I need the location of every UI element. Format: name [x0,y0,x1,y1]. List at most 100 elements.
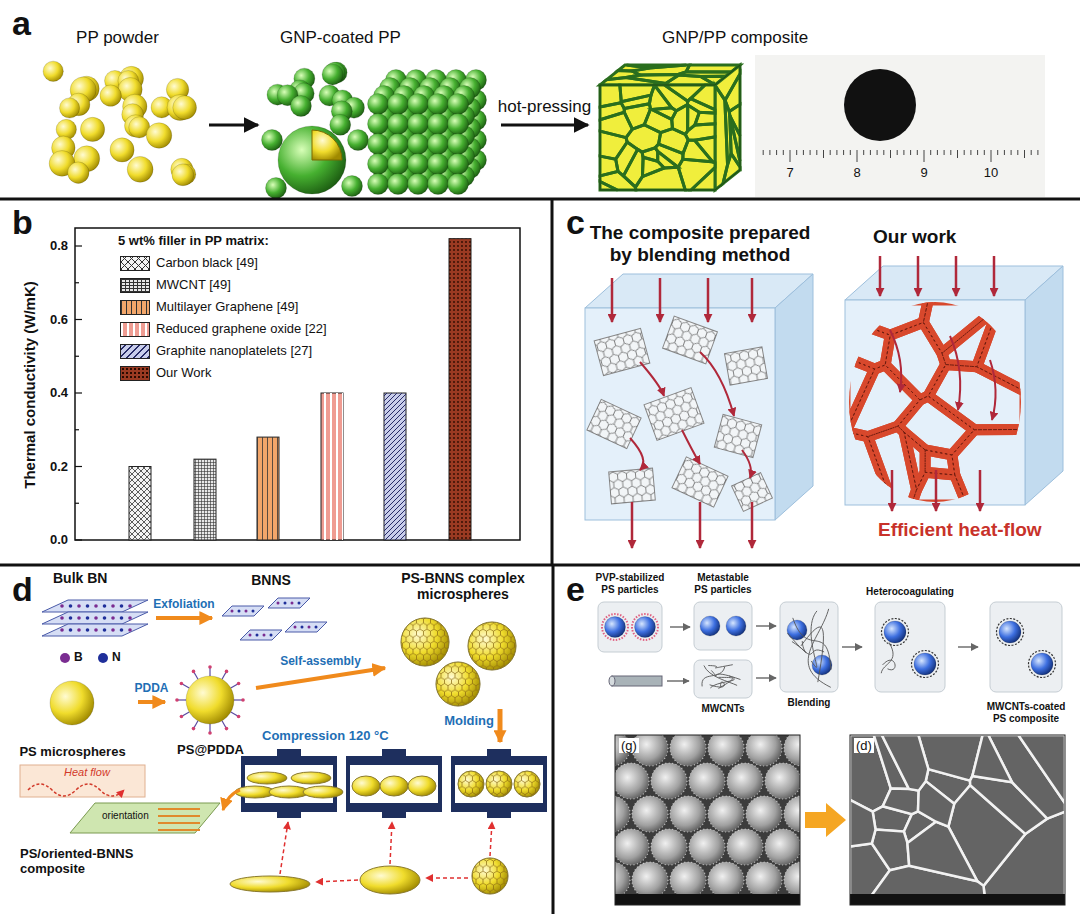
compression-mold [451,756,547,765]
stage-title: BNNS [215,572,327,588]
stage-title: PS-BNNS complex microspheres [388,570,538,602]
label-slot: Heat flow [62,766,112,779]
process-stage: PS@PDDA [168,670,253,758]
bn-layer [42,624,148,636]
heat-arrow [891,470,894,511]
annotation: 0.4 [50,385,68,400]
label-slot: a [12,4,31,43]
sem-image [651,829,687,865]
compression-mold [380,776,408,796]
label-slot: 5 wt% filler in PP matrix: [118,234,269,249]
graphene-flake [609,468,656,504]
sem-image [746,862,782,898]
sem-image [615,796,630,832]
ruler-tick [1031,150,1032,155]
compression-mold [346,756,442,765]
panel-letter: c [566,203,585,241]
mwcnt-coating [997,619,1024,646]
edge-label: Exfoliation [151,597,216,611]
label-slot: Thermal conductivity (W/mK) [21,281,38,489]
ruler-tick [1024,150,1025,158]
sem-image [765,763,800,799]
label-slot: 8 [853,166,860,181]
stage-title: Heterocoagulating [864,586,956,598]
label-slot: orientation [100,810,151,822]
process-arrow [958,646,978,647]
pdda-chain [231,684,238,688]
pdda-chain [209,668,210,676]
process-stage: PP powder [30,28,205,196]
label-slot: 10 [984,166,998,181]
gnp-network [691,85,715,110]
heat-arrow [700,352,734,416]
atom-dot [103,628,107,632]
label-slot: 9 [920,166,927,181]
label-slot: Molding [444,714,494,729]
ruler-tick [890,150,891,158]
pdda-charge [180,682,184,686]
annotation: orientation [100,810,151,821]
stage-panel [875,602,945,692]
stage-title: PS microspheres [10,745,135,760]
sem-image [765,829,800,865]
stage-title: Metastable PS particles [692,572,754,595]
process-stage: Blending [778,602,840,708]
compression-mold [277,812,301,818]
pdda-charge [225,727,229,731]
gnp-network [715,65,740,108]
ps-bnns-sphere [472,858,508,894]
sem-frame [615,735,800,905]
ps-bnns-sphere [468,622,516,670]
legend-text: B [74,651,83,665]
heat-arrow [890,330,901,392]
ruler-tick [910,150,911,155]
graphene-network [885,322,946,399]
atom-dot [284,602,287,605]
pdda-charge [175,698,179,702]
graphene-network [845,432,893,505]
mwcnt-coating [882,619,909,646]
heat-arrow [682,430,700,464]
gnp-network [715,65,740,190]
atom-dot [128,604,132,608]
gnp-network [600,103,624,120]
label-slot: Exfoliation [151,598,216,612]
stage-panel [694,660,752,698]
pdda-chain [182,684,189,688]
atom-dot [86,616,90,620]
heat-arrow [707,278,710,322]
bar [449,239,471,540]
gnp-network [624,104,650,129]
atom-dot [249,634,252,637]
mwcnt-coating [912,651,939,678]
nanotube-icon [612,676,662,686]
pp-core [312,130,342,160]
legend-swatch [120,366,150,381]
atom-dot [120,616,124,620]
ruler-tick [1017,150,1018,155]
stage-title: Blending [778,697,840,709]
ruler-tick [836,150,837,155]
sem-image [708,735,744,766]
sem-image [746,862,782,898]
compression-mold [291,772,331,784]
process-stage: Heterocoagulating [864,586,956,692]
coated-particle [342,176,363,197]
coated-particle [348,130,369,151]
label-slot: Our work [873,226,956,248]
graphene-flake [663,316,718,364]
sem-image [850,894,1065,905]
panel-divider [551,199,554,565]
ruler-tick [857,150,858,162]
stage-panel [990,602,1062,692]
packed-particle [408,154,429,175]
ruler-tick [944,150,945,155]
heat-arrow [990,360,996,420]
compression-mold [277,749,301,756]
compression-mold [382,749,406,756]
graphene-flake [725,347,768,385]
atom-dot [294,626,297,629]
annotation: Compression 120 °C [262,728,389,743]
heat-arrow [751,278,754,322]
coated-particle [262,130,283,151]
